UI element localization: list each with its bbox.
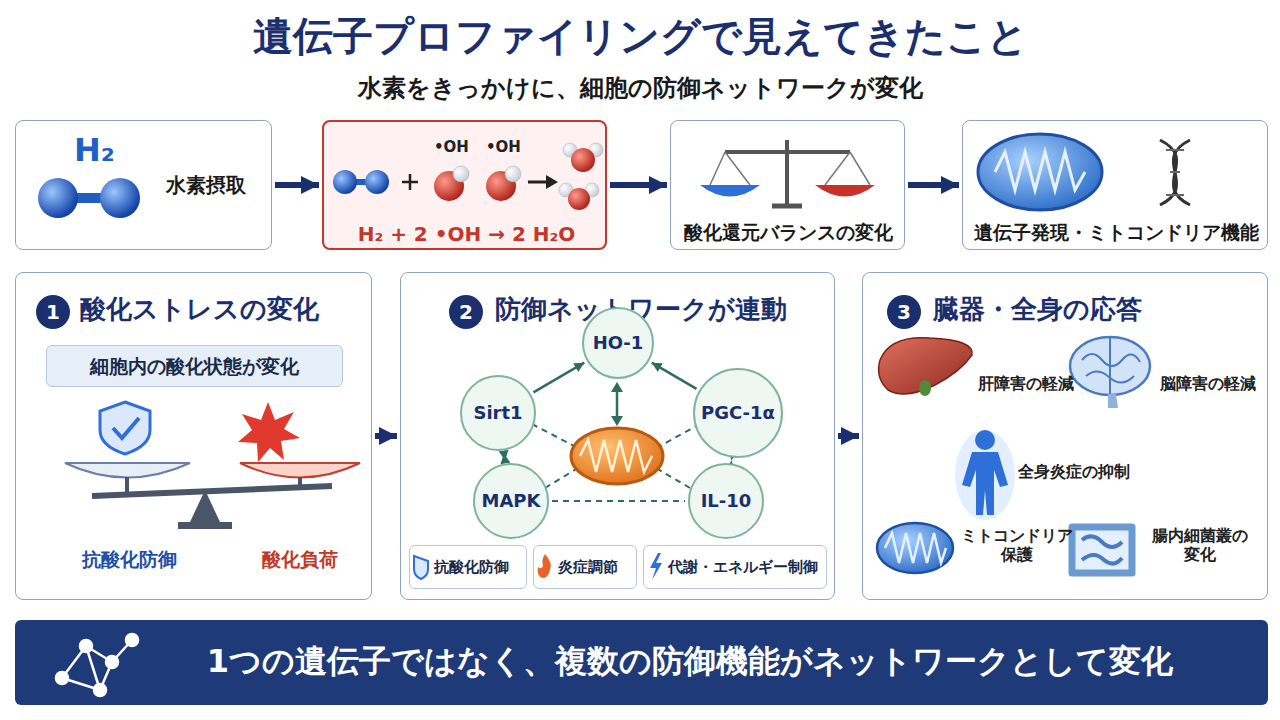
scale-label: 抗酸化防御 xyxy=(82,548,177,571)
gene-circle: PGC-1α xyxy=(693,368,783,458)
function-chip: 代謝・エネルギー制御 xyxy=(643,545,827,589)
organ-label: ミトコンドリア 保護 xyxy=(958,526,1076,564)
process-box: H₂ 水素摂取 xyxy=(15,120,272,250)
summary-band: 1つの遺伝子ではなく、複数の防御機能がネットワークとして変化 xyxy=(15,620,1268,705)
connector xyxy=(730,459,733,462)
callout-number: 3 xyxy=(887,295,921,329)
connector xyxy=(908,182,959,188)
gene-label: HO-1 xyxy=(593,332,644,354)
connector xyxy=(652,363,697,389)
gene-label: Sirt1 xyxy=(473,402,522,424)
organ-illustrations xyxy=(877,337,1150,573)
equation: H₂ + 2 •OH → 2 H₂O xyxy=(324,222,609,246)
gene-circle: Sirt1 xyxy=(460,375,536,451)
h2-molecule xyxy=(38,178,140,218)
formula: H₂ xyxy=(74,131,115,169)
network-icon xyxy=(56,634,138,696)
node-label: 酸化還元バランスの変化 xyxy=(671,221,906,244)
organ-label: 肝障害の軽減 xyxy=(978,374,1074,393)
connector xyxy=(375,433,397,439)
radical-label: •OH xyxy=(434,138,469,156)
gene-label: MAPK xyxy=(482,490,541,512)
node-label: 遺伝子発現・ミトコンドリア機能 xyxy=(963,221,1269,244)
organ-label: 腸内細菌叢の 変化 xyxy=(1148,526,1252,564)
gene-label: PGC-1α xyxy=(701,402,775,424)
subtitle: 水素をきっかけに、細胞の防御ネットワークが変化 xyxy=(0,74,1280,103)
node-label: 水素摂取 xyxy=(166,173,246,197)
chip-label: 抗酸化防御 xyxy=(434,558,509,576)
function-chip: 炎症調節 xyxy=(533,545,637,589)
chip-label: 代謝・エネルギー制御 xyxy=(668,558,818,576)
chip-label: 炎症調節 xyxy=(558,558,618,576)
title: 遺伝子プロファイリングで見えてきたこと xyxy=(0,12,1280,60)
callout-number: 2 xyxy=(449,295,483,329)
connector xyxy=(838,433,859,439)
process-box: 遺伝子発現・ミトコンドリア機能 xyxy=(962,120,1268,250)
step-panel: 2防御ネットワークが連動HO-1Sirt1PGC-1αMAPKIL-10抗酸化防… xyxy=(400,272,835,600)
connector xyxy=(610,182,667,188)
reaction-box: •OH •OH H₂ + 2 •OH → 2 H₂O xyxy=(322,120,607,250)
callout-number: 1 xyxy=(36,295,70,329)
connector xyxy=(504,454,505,461)
function-chip: 抗酸化防御 xyxy=(409,545,527,589)
state-box: 細胞内の酸化状態が変化 xyxy=(46,345,343,387)
node-label: 細胞内の酸化状態が変化 xyxy=(90,355,299,378)
connector xyxy=(275,182,319,188)
radical-label: •OH xyxy=(486,138,521,156)
panel-heading: 臓器・全身の応答 xyxy=(933,294,1142,325)
panel-heading: 酸化ストレスの変化 xyxy=(80,294,319,325)
summary-text: 1つの遺伝子ではなく、複数の防御機能がネットワークとして変化 xyxy=(165,642,1215,680)
connector xyxy=(533,363,584,393)
balance-icon xyxy=(700,140,875,206)
gene-circle: MAPK xyxy=(473,463,549,539)
mitochondria-dna-icon xyxy=(978,134,1190,210)
gene-circle: IL-10 xyxy=(688,463,764,539)
network-mitochondrion xyxy=(414,382,700,580)
process-box: 酸化還元バランスの変化 xyxy=(670,120,905,250)
gene-label: IL-10 xyxy=(701,490,752,512)
gene-circle: HO-1 xyxy=(582,307,654,379)
organ-label: 脳障害の軽減 xyxy=(1160,374,1256,393)
oxidative-balance xyxy=(65,402,360,529)
organ-label: 全身炎症の抑制 xyxy=(1018,462,1130,481)
band-fill xyxy=(15,620,1268,705)
connector xyxy=(552,500,685,502)
scale-label: 酸化負荷 xyxy=(262,548,338,571)
